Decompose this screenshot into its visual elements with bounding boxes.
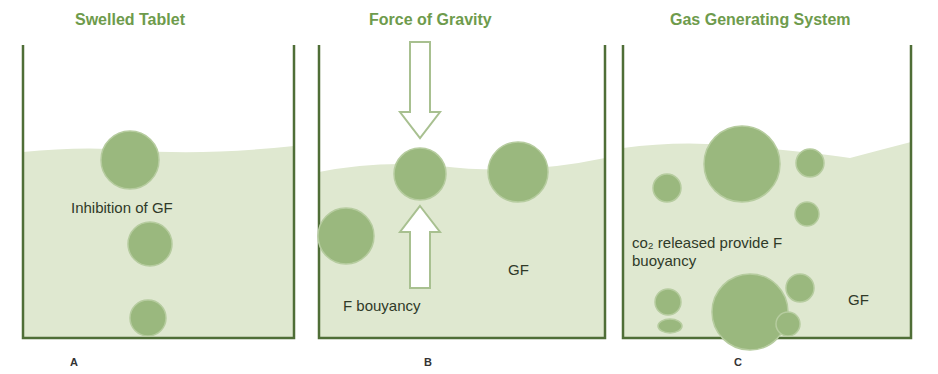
panel-letter: A xyxy=(70,353,78,371)
annotation: co₂ released provide F buoyancy xyxy=(630,234,802,270)
liquid xyxy=(319,158,605,338)
panel-letter: C xyxy=(734,353,742,371)
annotation: F bouyancy xyxy=(341,297,423,315)
gravity-arrow xyxy=(400,42,440,138)
liquid xyxy=(23,146,294,338)
buoyancy-arrow xyxy=(400,206,440,288)
panel-title: Swelled Tablet xyxy=(75,11,185,29)
panel-letter: B xyxy=(424,353,432,371)
annotation: GF xyxy=(506,261,531,279)
panel-title: Gas Generating System xyxy=(670,11,851,29)
annotation: Inhibition of GF xyxy=(69,199,175,217)
panel-title: Force of Gravity xyxy=(369,11,492,29)
tablets xyxy=(101,126,824,350)
annotation: GF xyxy=(846,291,871,309)
